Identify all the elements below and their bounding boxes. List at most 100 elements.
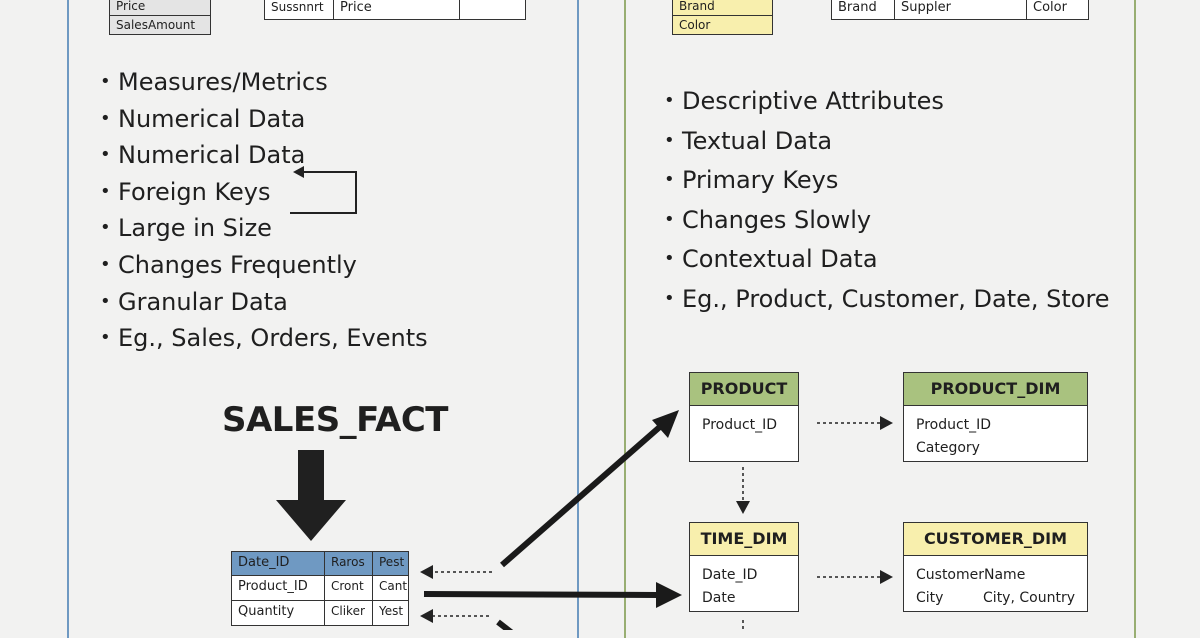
left-top-small-table: Price SalesAmount [109,0,211,35]
list-item: Eg., Product, Customer, Date, Store [664,284,1110,324]
arrow-to-product [500,422,664,568]
bullet-text: Eg., Product, Customer, Date, Store [682,284,1110,313]
entity-field: City, Country [983,590,1075,606]
entity-field: City [916,590,944,606]
bullet-text: Eg., Sales, Orders, Events [118,324,428,353]
entity-field-pair: City City, Country [916,587,1075,610]
list-item: Numerical Data [100,104,428,141]
table-row: Product_ID Cront Cant [232,575,408,600]
table-row: SalesAmount [110,15,210,34]
table-cell: SalesAmount [116,18,196,32]
table-cell: Yest [372,601,408,625]
list-item: Changes Frequently [100,250,428,287]
customer-dim-entity-fields: CustomerName City City, Country [904,556,1087,618]
table-cell: Price [333,0,459,19]
dimension-table-panel-border [624,0,1136,638]
list-item: Primary Keys [664,165,1110,205]
sales-fact-down-arrow [276,450,346,541]
foreign-key-bracket-arrowhead [293,166,304,178]
left-top-wide-table: Sussnnrt Price [264,0,526,20]
table-row: Price [110,0,210,15]
arrow-to-product-head [652,410,679,438]
list-item: Contextual Data [664,244,1110,284]
fact-table-panel-border [67,0,579,638]
table-cell: Suppler [894,0,1026,19]
dashed-arrow-date-id-head [420,565,433,579]
product-dim-entity: PRODUCT_DIM Product_ID Category [903,372,1088,462]
bullet-text: Numerical Data [118,141,306,170]
table-cell: Color [1026,0,1088,19]
list-item: Changes Slowly [664,205,1110,245]
list-item: Descriptive Attributes [664,86,1110,126]
dashed-arrow-product-to-product-dim-head [880,416,893,430]
dimension-characteristics-list: Descriptive Attributes Textual Data Prim… [664,86,1110,324]
table-cell: Quantity [238,604,295,619]
list-item: Granular Data [100,287,428,324]
customer-dim-entity: CUSTOMER_DIM CustomerName City City, Cou… [903,522,1088,612]
table-row: Date_ID Raros Pest [232,552,408,575]
entity-field: CustomerName [916,567,1026,583]
table-cell: Sussnnrt [271,0,324,14]
bullet-text: Large in Size [118,214,272,243]
table-row: Quantity Cliker Yest [232,600,408,625]
entity-field: Category [916,440,980,456]
dashed-arrow-product-to-time-head [736,501,750,514]
bullet-text: Primary Keys [682,166,839,195]
list-item: Measures/Metrics [100,67,428,104]
table-cell: Date_ID [238,555,290,570]
table-cell: Cliker [324,601,372,625]
arrow-to-time-dim-head [656,582,682,608]
product-entity: PRODUCT Product_ID [689,372,799,462]
dashed-arrow-quantity-head [420,609,433,623]
entity-field: Date_ID [702,567,758,583]
table-cell: Price [116,0,146,13]
dashed-arrow-time-to-customer-head [880,570,893,584]
table-row: Brand [673,0,772,15]
arrow-to-time-dim [423,591,659,598]
entity-field: Product_ID [916,417,992,433]
table-cell: Color [679,18,711,32]
time-dim-entity-header: TIME_DIM [690,523,798,556]
product-entity-fields: Product_ID [690,406,798,445]
bullet-text: Contextual Data [682,245,878,274]
table-cell: Raros [324,552,372,575]
right-top-small-table: Brand Color [672,0,773,35]
bullet-text: Measures/Metrics [118,68,328,96]
sales-fact-table: Date_ID Raros Pest Product_ID Cront Cant… [231,551,409,626]
list-item: Numerical Data [100,140,428,177]
customer-dim-entity-header: CUSTOMER_DIM [904,523,1087,556]
table-cell: Brand [679,0,715,13]
list-item: Large in Size [100,213,428,250]
bullet-text: Numerical Data [118,104,306,133]
bullet-text: Descriptive Attributes [682,87,944,115]
arrow-to-customer-partial [496,619,514,630]
table-row: Color [673,15,772,34]
table-cell: Pest [372,552,408,575]
bullet-text: Textual Data [682,126,833,155]
list-item: Eg., Sales, Orders, Events [100,323,428,360]
time-dim-entity-fields: Date_ID Date [690,556,798,618]
foreign-key-bracket-line [290,171,357,214]
table-cell [459,0,525,19]
right-top-wide-table: Brand Suppler Color [831,0,1089,20]
entity-field: Product_ID [702,417,778,433]
table-cell: Cront [324,576,372,600]
product-entity-header: PRODUCT [690,373,798,406]
table-row: Brand Suppler Color [832,0,1088,19]
table-cell: Product_ID [238,579,308,594]
bullet-text: Granular Data [118,287,288,316]
bullet-text: Changes Frequently [118,250,357,279]
table-cell: Brand [838,0,877,15]
bullet-text: Changes Slowly [682,205,872,234]
product-dim-entity-header: PRODUCT_DIM [904,373,1087,406]
sales-fact-title: SALES_FACT [222,400,448,440]
table-cell: Cant [372,576,408,600]
product-dim-entity-fields: Product_ID Category [904,406,1087,468]
time-dim-entity: TIME_DIM Date_ID Date [689,522,799,612]
list-item: Foreign Keys [100,177,428,214]
list-item: Textual Data [664,126,1110,166]
fact-characteristics-list: Measures/Metrics Numerical Data Numerica… [100,67,428,360]
bullet-text: Foreign Keys [118,177,271,206]
table-row: Sussnnrt Price [265,0,525,19]
